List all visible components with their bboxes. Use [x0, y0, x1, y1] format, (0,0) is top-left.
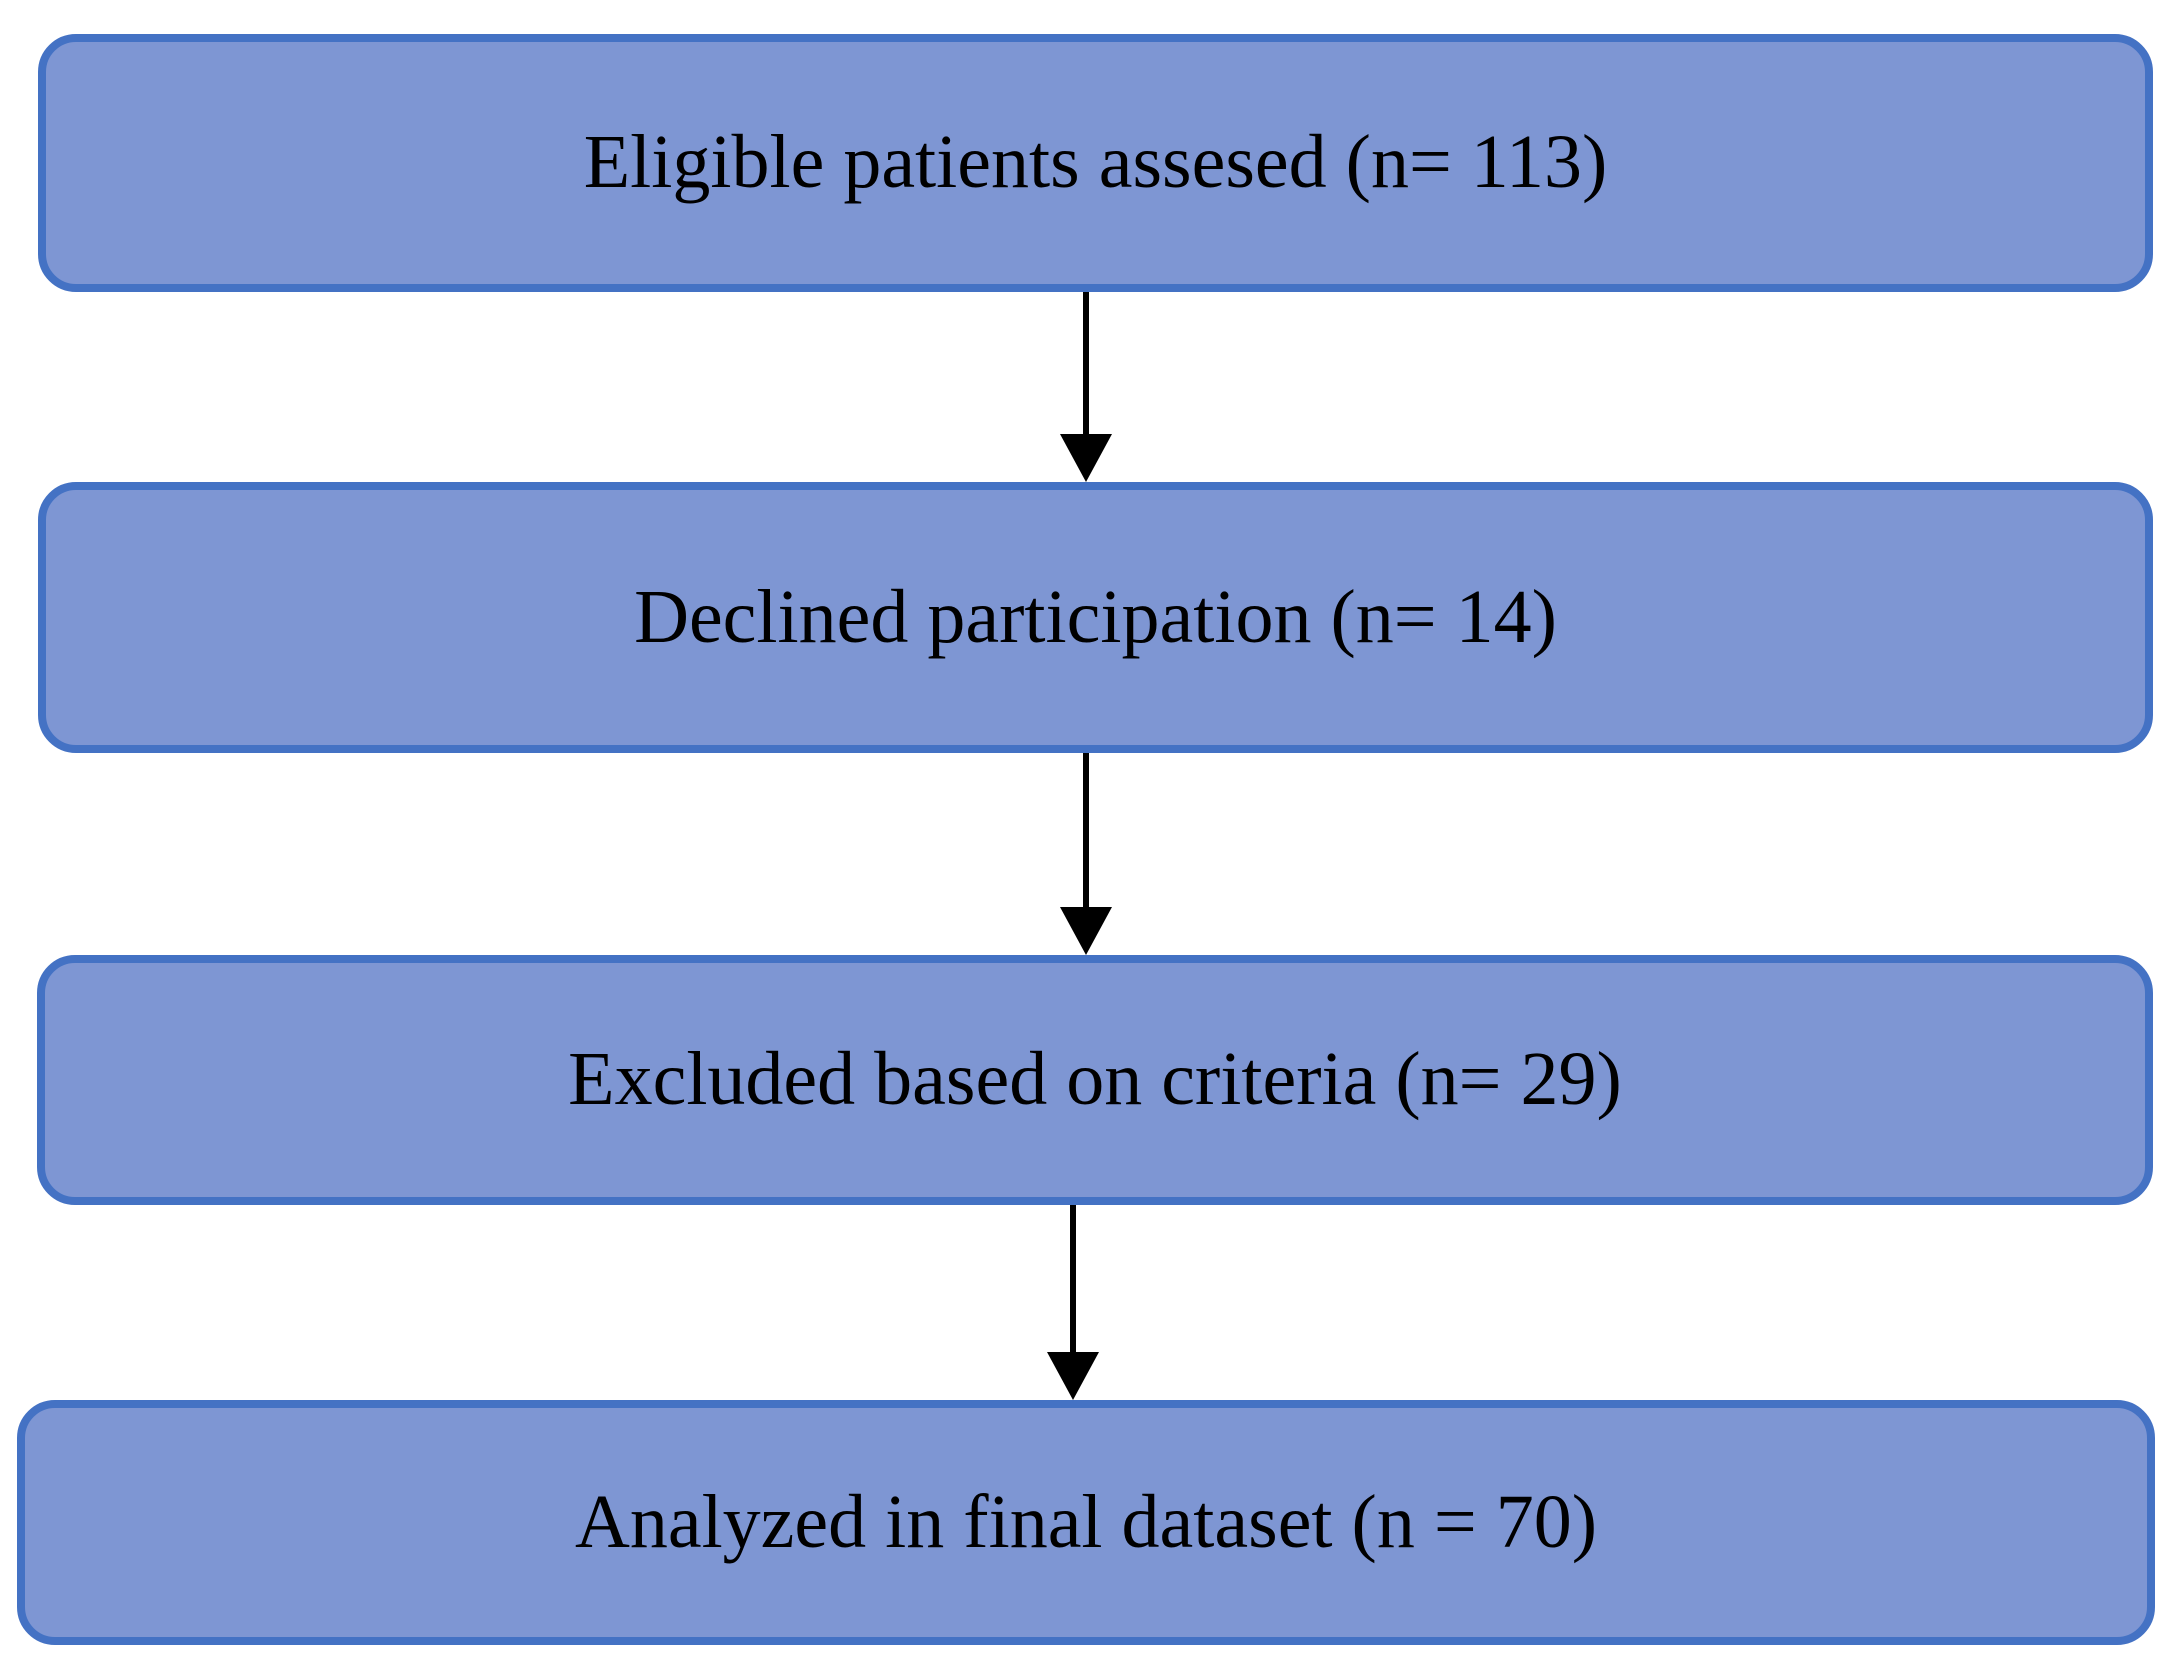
arrow-shaft [1083, 753, 1089, 907]
arrowhead-down-icon [1060, 907, 1112, 955]
flow-node-label-eligible-assessed: Eligible patients assesed (n= 113) [583, 120, 1608, 205]
arrow-shaft [1070, 1205, 1076, 1352]
flow-arrow-assessed-to-declined [1060, 292, 1112, 482]
flow-arrow-declined-to-excluded [1060, 753, 1112, 955]
flow-node-label-declined-participation: Declined participation (n= 14) [634, 574, 1557, 659]
flow-node-declined-participation: Declined participation (n= 14) [38, 482, 2153, 753]
arrowhead-down-icon [1060, 434, 1112, 482]
flow-node-label-analyzed-final-dataset: Analyzed in final dataset (n = 70) [574, 1479, 1598, 1564]
flow-node-eligible-assessed: Eligible patients assesed (n= 113) [38, 34, 2153, 292]
flow-arrow-excluded-to-analyzed [1047, 1205, 1099, 1400]
arrowhead-down-icon [1047, 1352, 1099, 1400]
flow-node-analyzed-final-dataset: Analyzed in final dataset (n = 70) [17, 1400, 2155, 1645]
flow-node-label-excluded-criteria: Excluded based on criteria (n= 29) [568, 1037, 1622, 1122]
flow-node-excluded-criteria: Excluded based on criteria (n= 29) [37, 955, 2153, 1205]
arrow-shaft [1083, 292, 1089, 434]
